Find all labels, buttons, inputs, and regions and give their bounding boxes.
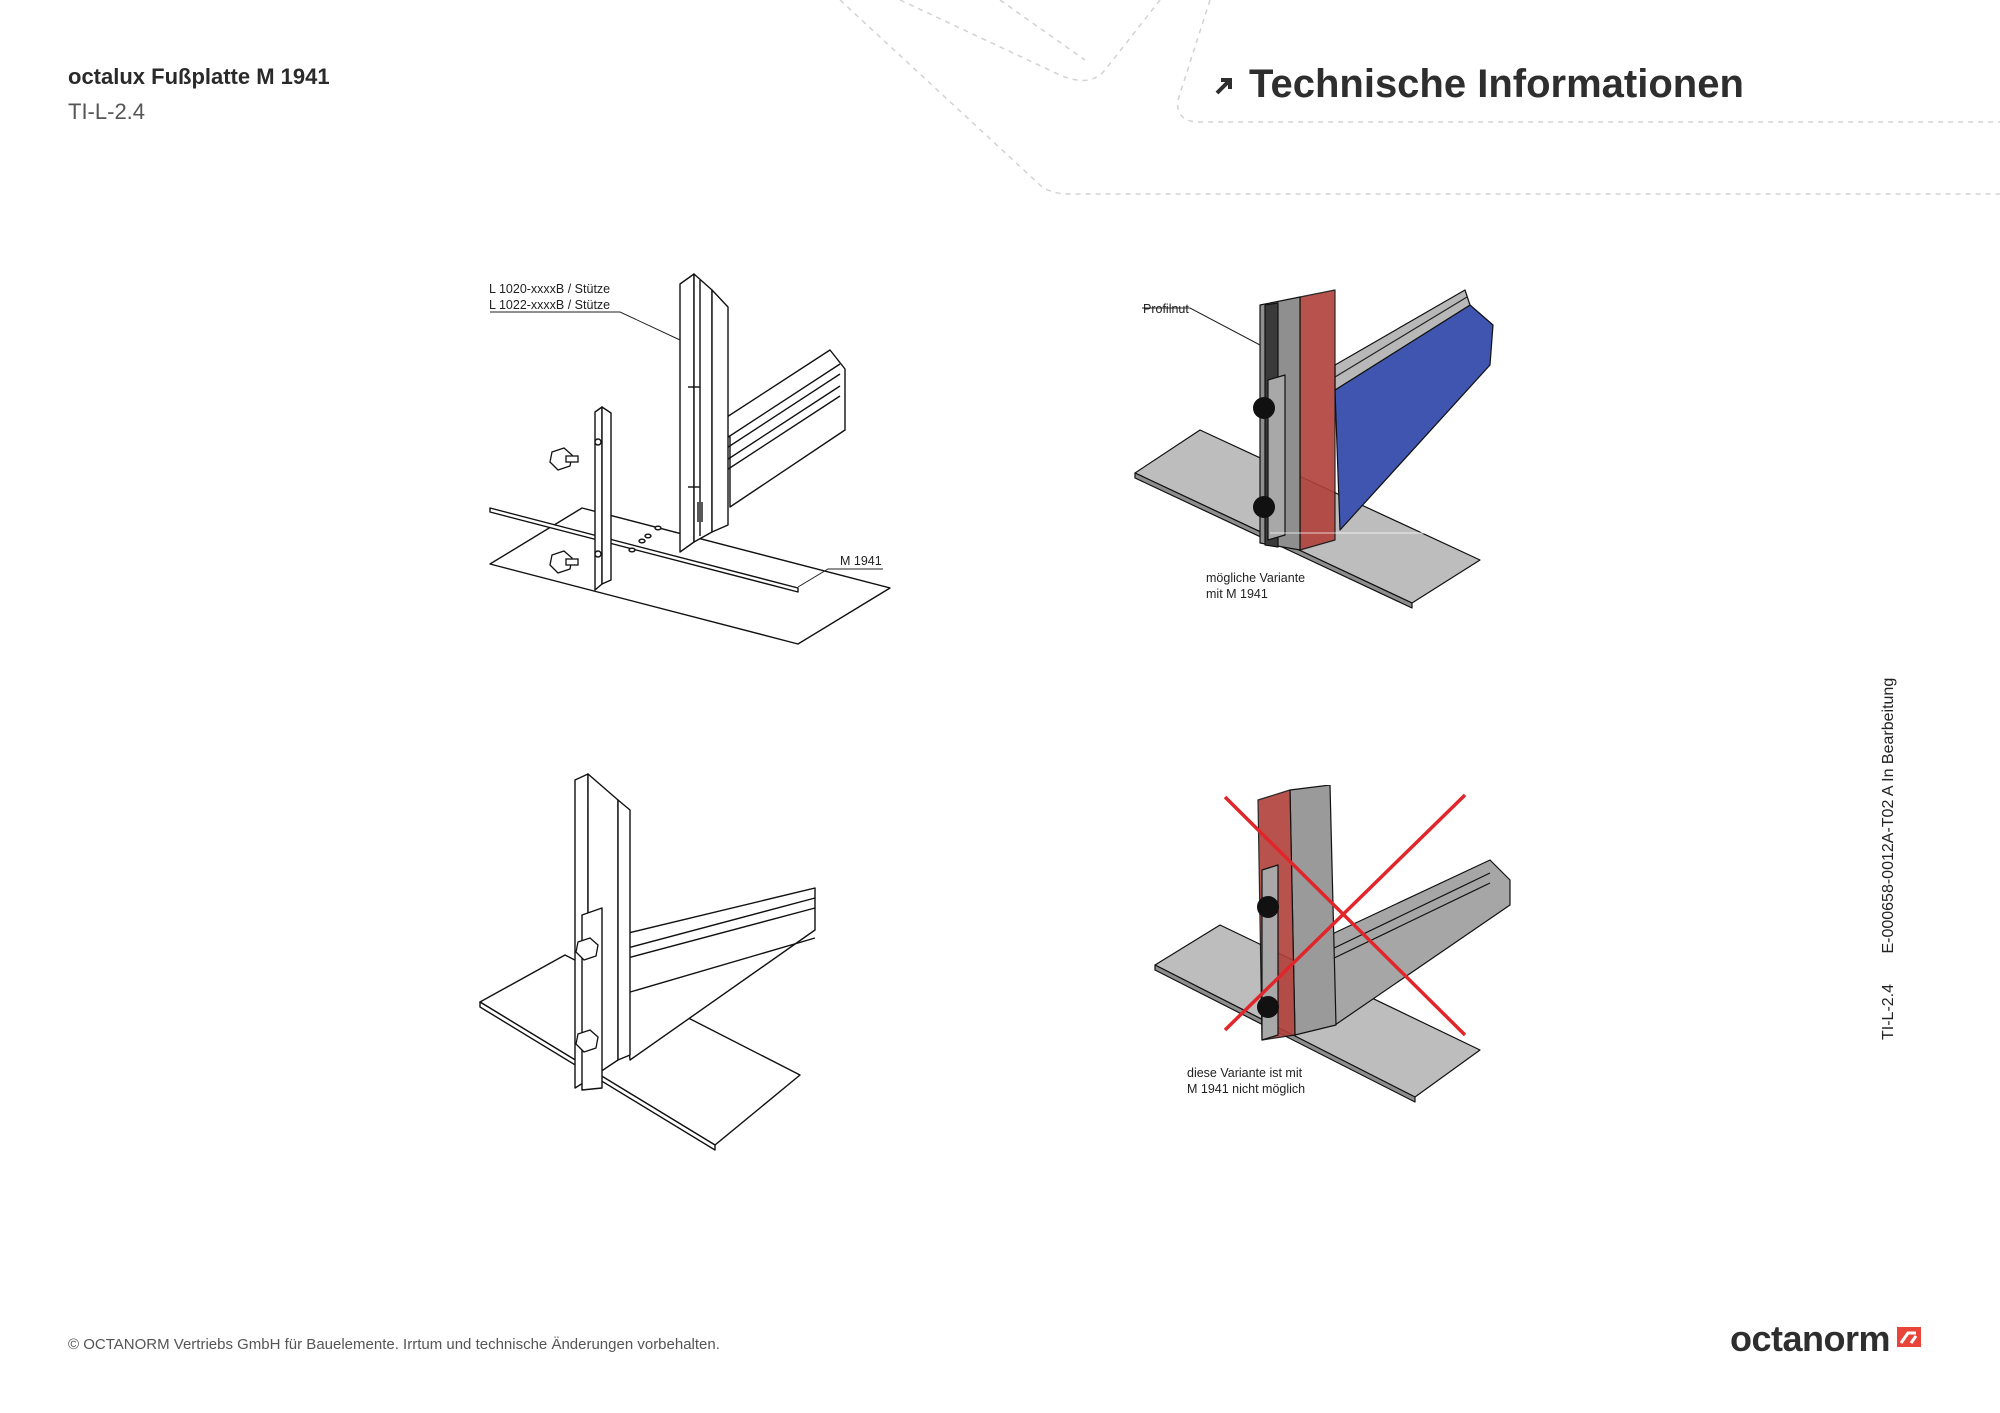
highlighted-profile-face [1299,289,1336,551]
note-impossible-variant: diese Variante ist mit M 1941 nicht mögl… [1187,1065,1305,1097]
cross-out-icon [1223,793,1467,1037]
clamp-plate-shape [581,907,603,1091]
brand-logo: octanorm [1730,1318,1926,1360]
decorative-dashed-lines [839,0,2000,195]
clamping-knob-icon [1253,496,1275,518]
clamping-knob-icon [549,447,579,471]
horizontal-profile-shape [709,349,846,508]
note-impossible-line1: diese Variante ist mit [1187,1066,1303,1080]
brand-wordmark: octanorm [1730,1318,1891,1359]
figure-assembled [479,773,816,1151]
clamping-knob-icon [549,550,579,574]
section-heading: Technische Informationen [1213,62,1744,107]
callout-support-line1: L 1020-xxxxB / Stütze [489,282,611,296]
callout-support: L 1020-xxxxB / Stütze L 1022-xxxxB / Stü… [489,281,610,313]
side-document-reference: TI-L-2.4 E-000658-0012A-T02 A In Bearbei… [1880,678,1898,1040]
clamping-knob-icon [1257,896,1279,918]
clamp-plate-shape [1267,374,1286,541]
clamping-knob-icon [575,1029,599,1053]
document-code: TI-L-2.4 [68,99,146,124]
vertical-support-shape [1289,785,1337,1036]
vertical-support-shape [679,273,695,553]
callout-groove: Profilnut [1143,302,1189,316]
arrow-up-right-icon [1213,62,1235,107]
footer-copyright: © OCTANORM Vertriebs GmbH für Bauelement… [68,1336,720,1353]
clamping-knob-icon [575,937,599,961]
note-possible-variant: mögliche Variante mit M 1941 [1206,570,1305,602]
callout-support-line2: L 1022-xxxxB / Stütze [489,298,611,312]
clamp-plate-shape [594,406,603,591]
foot-plate-shape [489,507,891,645]
note-impossible-line2: M 1941 nicht möglich [1187,1082,1306,1096]
brand-mark-icon [1896,1325,1926,1354]
horizontal-profile-shape [1329,859,1511,1026]
callout-plate: M 1941 [840,554,882,568]
side-drawing-ref: E-000658-0012A-T02 A In Bearbeitung [1880,677,1897,954]
note-possible-line1: mögliche Variante [1206,571,1306,585]
side-doc-code: TI-L-2.4 [1880,983,1897,1040]
document-title: octalux Fußplatte M 1941 [68,64,330,89]
section-heading-text: Technische Informationen [1249,62,1744,106]
clamping-knob-icon [1253,397,1275,419]
figure-possible-variant [1134,289,1494,609]
figure-exploded-assembly [489,273,891,645]
figure-impossible-variant [1154,785,1511,1103]
note-possible-line2: mit M 1941 [1206,587,1268,601]
clamping-knob-icon [1257,996,1279,1018]
